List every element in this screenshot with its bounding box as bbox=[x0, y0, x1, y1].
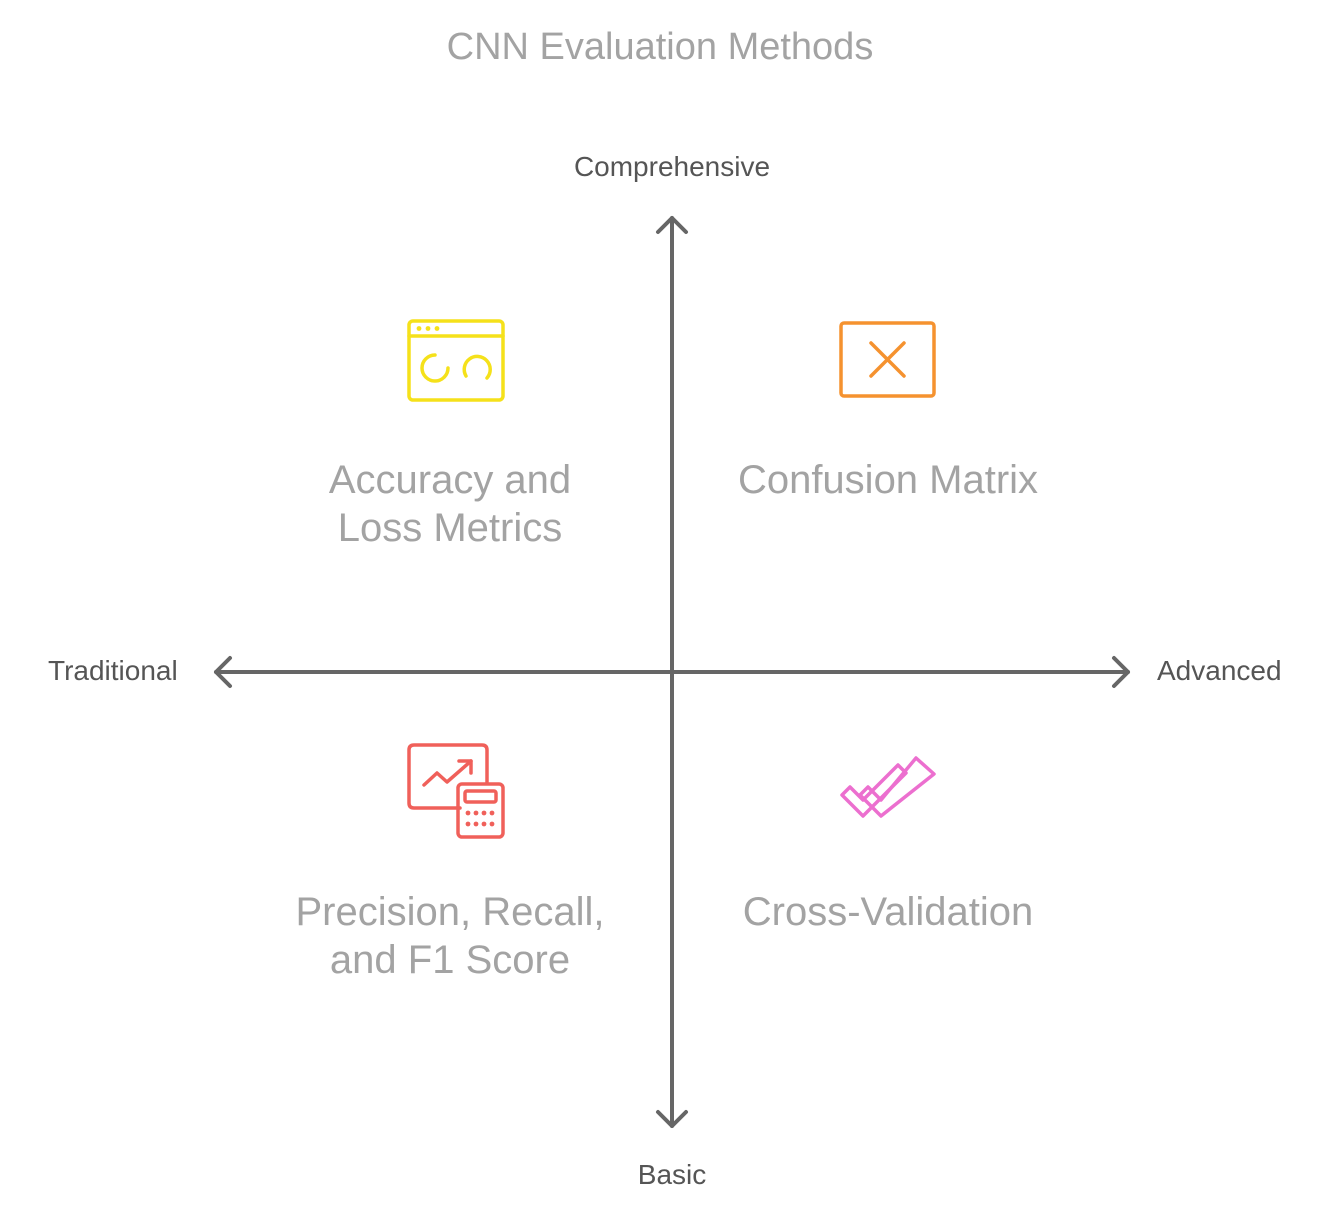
quadrant-label-line: Confusion Matrix bbox=[737, 458, 1039, 502]
arrow-left bbox=[214, 656, 232, 688]
quadrant-label-cross-validation: Cross-Validation bbox=[688, 888, 1088, 936]
quadrant-label-precision-recall-f1: Precision, Recall, and F1 Score bbox=[250, 888, 650, 984]
arrow-right bbox=[1112, 656, 1130, 688]
quadrant-label-line: Cross-Validation bbox=[742, 890, 1034, 934]
diagram-title: CNN Evaluation Methods bbox=[446, 26, 874, 68]
chart-calculator-icon bbox=[407, 743, 505, 839]
axis-label-comprehensive: Comprehensive bbox=[573, 151, 771, 182]
quadrant-label-line: and F1 Score bbox=[329, 938, 571, 982]
quadrant-label-line: Accuracy and bbox=[328, 458, 572, 502]
dashboard-gauges-icon bbox=[407, 319, 505, 402]
x-box-icon bbox=[839, 321, 936, 398]
quadrant-label-line: Precision, Recall, bbox=[295, 890, 605, 934]
axis-label-basic: Basic bbox=[637, 1159, 707, 1190]
quadrant-label-accuracy-loss: Accuracy and Loss Metrics bbox=[250, 456, 650, 552]
axis-label-traditional: Traditional bbox=[48, 655, 178, 686]
double-check-icon bbox=[840, 756, 936, 818]
arrow-up bbox=[656, 216, 688, 234]
quadrant-label-line: Loss Metrics bbox=[337, 506, 563, 550]
quadrant-label-confusion-matrix: Confusion Matrix bbox=[688, 456, 1088, 504]
arrow-down bbox=[656, 1110, 688, 1128]
axis-label-advanced: Advanced bbox=[1157, 655, 1282, 686]
